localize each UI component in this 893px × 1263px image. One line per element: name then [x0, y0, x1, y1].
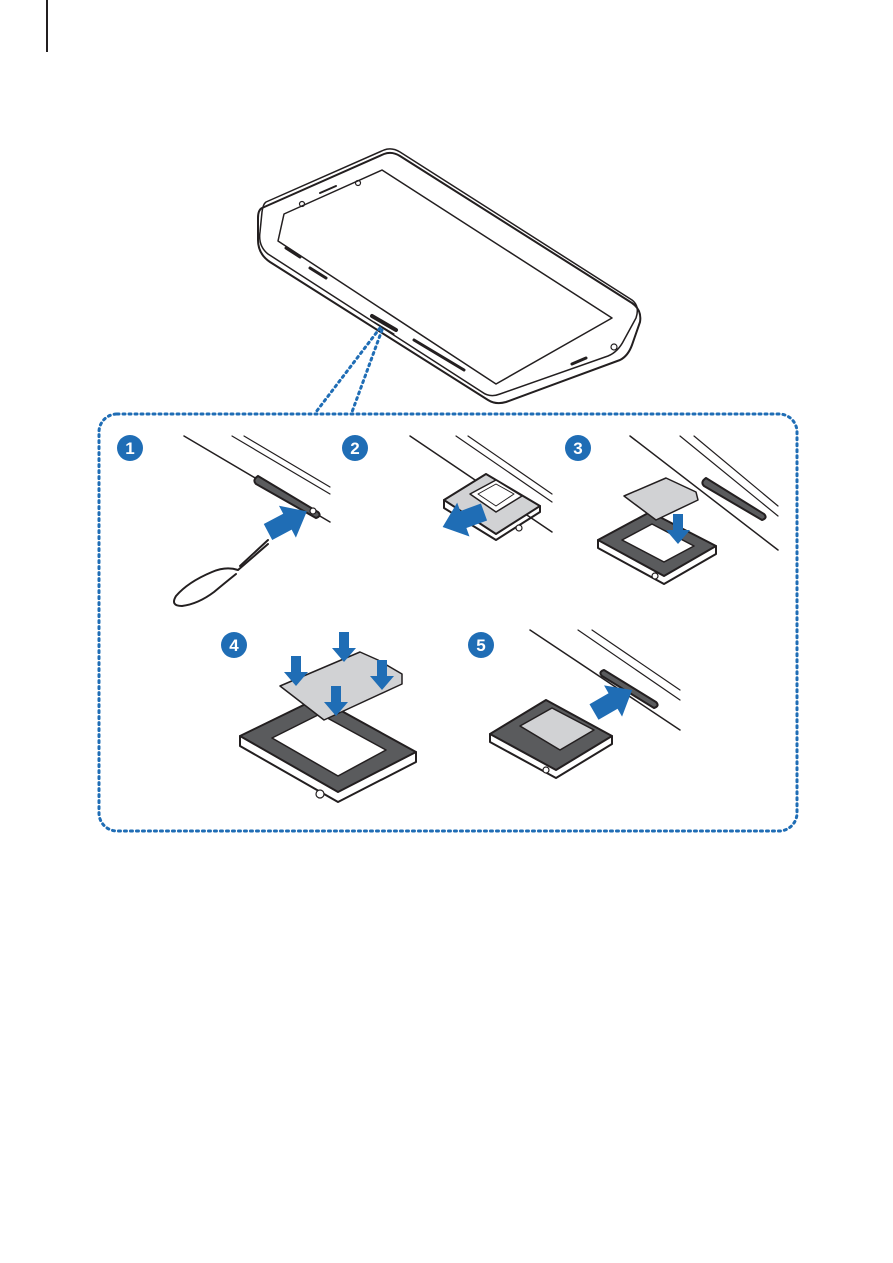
step-badge-2: 2 — [342, 435, 368, 461]
step-badge-5: 5 — [468, 632, 494, 658]
step-1-illustration — [184, 436, 330, 522]
step-number-5: 5 — [476, 636, 485, 655]
step-4-illustration — [240, 652, 416, 802]
callout-leader — [316, 328, 382, 412]
sim-tray-icon — [598, 512, 716, 584]
step-badge-3: 3 — [565, 435, 591, 461]
step-number-2: 2 — [350, 439, 359, 458]
step-2-illustration — [410, 436, 552, 540]
step-5-illustration — [490, 630, 680, 778]
ejection-pin-icon — [174, 540, 268, 606]
steps-frame — [99, 414, 797, 831]
step-badge-1: 1 — [117, 435, 143, 461]
step-number-4: 4 — [229, 636, 239, 655]
step-number-3: 3 — [573, 439, 582, 458]
step-number-1: 1 — [125, 439, 134, 458]
phone-illustration — [258, 149, 640, 403]
step-badge-4: 4 — [221, 632, 247, 658]
sim-card-icon — [624, 478, 698, 520]
